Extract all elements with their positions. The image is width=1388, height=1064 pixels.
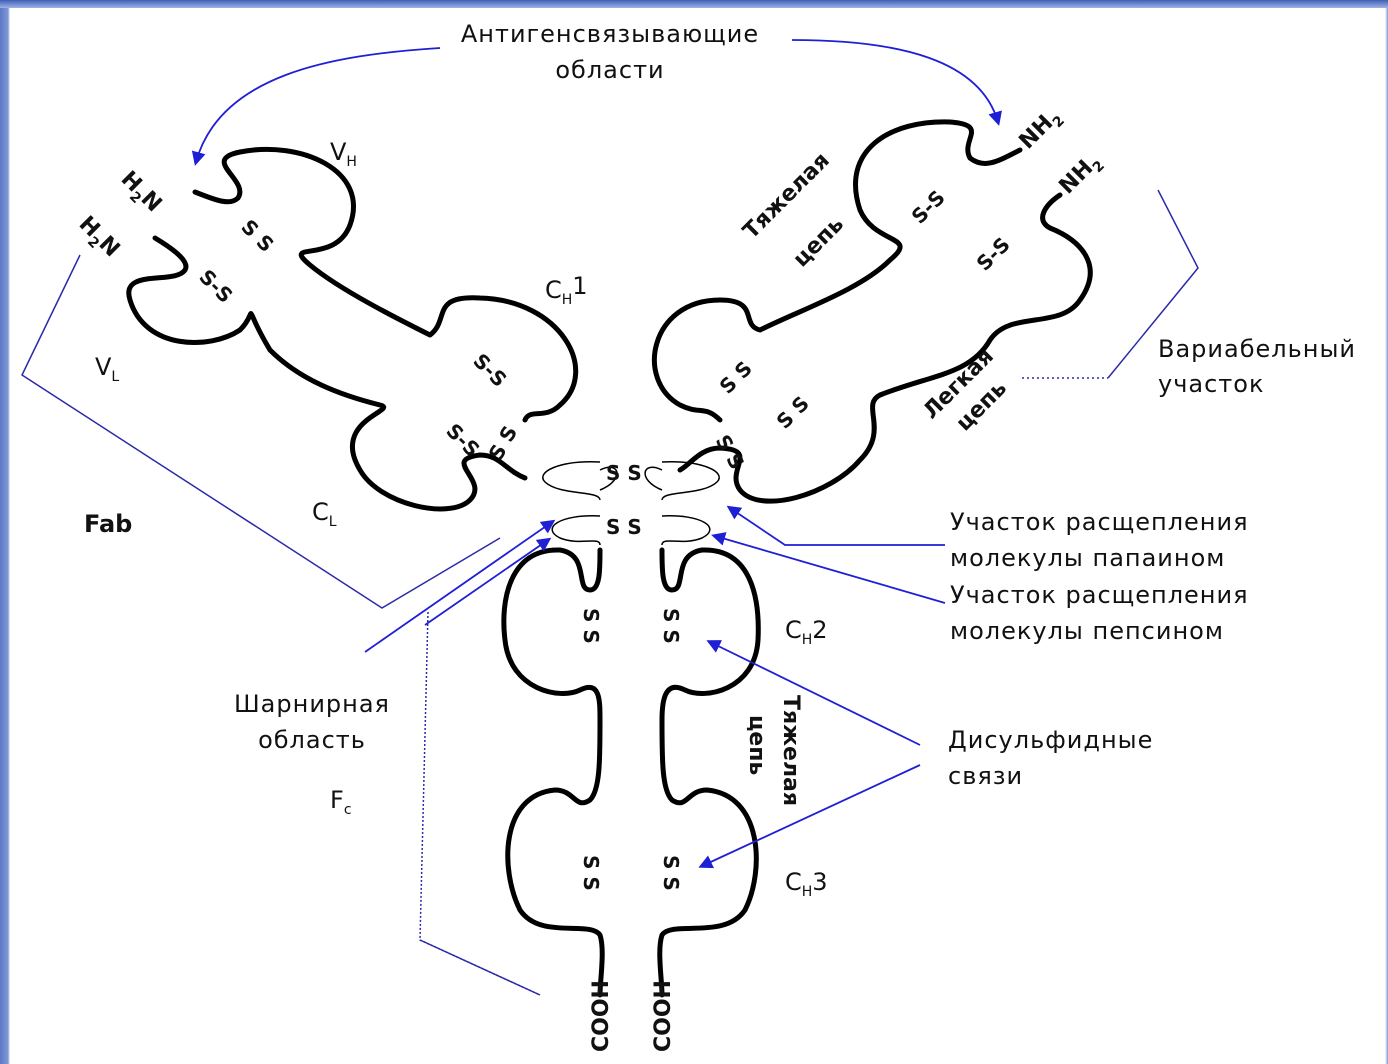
disulfide-arrow-2 xyxy=(702,765,920,866)
cl-label: CL xyxy=(312,498,337,530)
ss-hinge-top: S S xyxy=(606,461,642,485)
ch1-label: CH1 xyxy=(545,272,588,308)
variable-region-label-2: участок xyxy=(1158,370,1264,398)
antigen-arrow-left xyxy=(196,48,440,162)
antigen-arrow-right xyxy=(792,40,998,122)
heavy-chain-label-bottom-1: Тяжелая xyxy=(778,695,803,806)
ss-ch2-right: S S xyxy=(659,608,683,644)
antigen-binding-label-2: области xyxy=(555,56,664,84)
heavy-chain-label-top-2: цепь xyxy=(789,212,849,272)
cooh-left: COOH xyxy=(589,980,614,1052)
variable-region-label-1: Вариабельный xyxy=(1158,335,1356,363)
hinge-arrow-2 xyxy=(425,540,548,625)
ss-bond-vl: S-S xyxy=(194,265,237,308)
ch2-label: CH2 xyxy=(785,616,828,648)
pepsin-label-2: молекулы пепсином xyxy=(950,617,1224,645)
disulfide-label-2: связи xyxy=(948,762,1023,790)
disulfide-arrow-1 xyxy=(710,642,920,745)
hinge-label-2: область xyxy=(258,726,366,754)
vl-label: VL xyxy=(95,353,119,385)
ss-bond-ch1-right: S S xyxy=(715,356,757,398)
ss-ch2-left: S S xyxy=(579,608,603,644)
heavy-chain-label-bottom-2: цепь xyxy=(744,715,769,775)
pepsin-arrow xyxy=(715,536,945,603)
left-heavy-chain xyxy=(195,149,576,420)
fc-label: Fc xyxy=(330,786,352,818)
papain-arrow xyxy=(730,508,945,545)
ch3-label: CH3 xyxy=(785,868,828,900)
cooh-right: COOH xyxy=(651,980,676,1052)
nh2-heavy-right: NH2 xyxy=(1015,104,1068,157)
pepsin-label-1: Участок расщепления xyxy=(950,581,1249,609)
ss-bond-cl-right: S S xyxy=(772,391,814,433)
disulfide-label-1: Дисульфидные xyxy=(948,726,1153,754)
ss-hinge-bottom: S S xyxy=(606,515,642,539)
ss-bond-vh-right: S-S xyxy=(907,185,950,228)
ss-bond-vh: S S xyxy=(236,215,278,257)
nh2-light-right: NH2 xyxy=(1055,149,1108,202)
hinge-label-1: Шарнирная xyxy=(234,690,390,718)
fab-label: Fab xyxy=(84,510,132,538)
ss-bond-vl-right: S-S xyxy=(972,232,1015,275)
vh-label: VH xyxy=(330,138,357,170)
fc-bracket-solid xyxy=(420,940,540,995)
ss-ch3-right: S S xyxy=(659,855,683,891)
h2n-heavy-left: H2N xyxy=(113,167,166,220)
hinge-arrow-1 xyxy=(365,522,552,652)
papain-label-2: молекулы папаином xyxy=(950,544,1225,572)
fab-bracket xyxy=(22,255,500,608)
ss-ch3-left: S S xyxy=(579,855,603,891)
antigen-binding-label-1: Антигенсвязывающие xyxy=(461,20,759,48)
ss-bond-interchain-right: S S xyxy=(711,431,750,474)
ss-bond-ch1: S-S xyxy=(468,349,511,392)
papain-label-1: Участок расщепления xyxy=(950,508,1249,536)
